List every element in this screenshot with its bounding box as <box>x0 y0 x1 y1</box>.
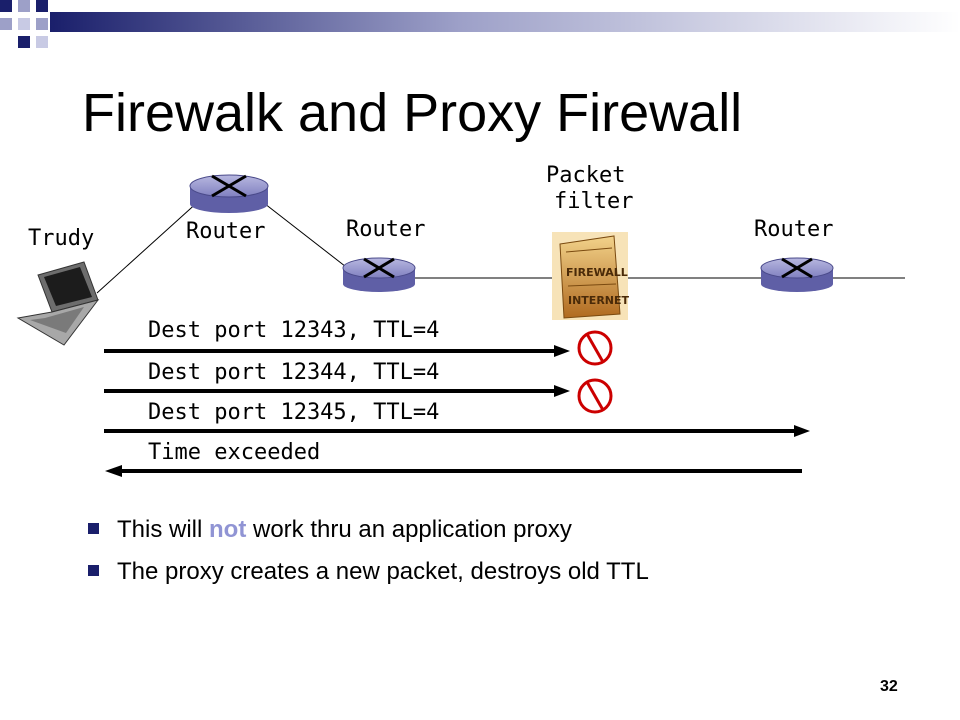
bullet-text: work thru an application proxy <box>246 516 572 543</box>
blocked-icon <box>577 330 613 366</box>
firewall-icon: FIREWALL INTERNET <box>552 232 630 320</box>
message-label: Dest port 12343, TTL=4 <box>148 318 440 343</box>
message-arrow-right <box>104 385 570 397</box>
laptop-icon <box>16 261 100 346</box>
router-icon <box>342 257 416 292</box>
blocked-icon <box>577 378 613 414</box>
header-bar <box>50 12 960 32</box>
router-icon <box>189 174 269 213</box>
trudy-label: Trudy <box>28 226 95 251</box>
message-label: Dest port 12345, TTL=4 <box>148 400 440 425</box>
bullet-text: This will <box>117 516 210 543</box>
header-squares <box>0 0 48 48</box>
packet-filter-label: Packet <box>546 163 626 188</box>
slide-title: Firewalk and Proxy Firewall <box>82 83 743 143</box>
svg-text:INTERNET: INTERNET <box>568 294 630 307</box>
bullet-item: This will not work thru an application p… <box>88 516 572 544</box>
bullet-text: The proxy creates a new packet, destroys… <box>117 558 649 585</box>
bullet-item: The proxy creates a new packet, destroys… <box>88 558 649 586</box>
router-label: Router <box>346 217 426 242</box>
packet-filter-label: filter <box>554 189 634 214</box>
message-arrow-left <box>105 465 802 477</box>
router-label: Router <box>754 217 834 242</box>
router-icon <box>760 257 834 292</box>
message-arrow-right <box>104 345 570 357</box>
message-arrow-right <box>104 425 810 437</box>
router-label: Router <box>186 219 266 244</box>
message-label: Time exceeded <box>148 440 321 465</box>
bullet-square-icon <box>88 523 99 535</box>
message-label: Dest port 12344, TTL=4 <box>148 360 440 385</box>
bullet-square-icon <box>88 565 99 577</box>
bullet-highlight: not <box>209 516 247 543</box>
page-number: 32 <box>880 678 898 695</box>
svg-text:FIREWALL: FIREWALL <box>566 266 628 279</box>
